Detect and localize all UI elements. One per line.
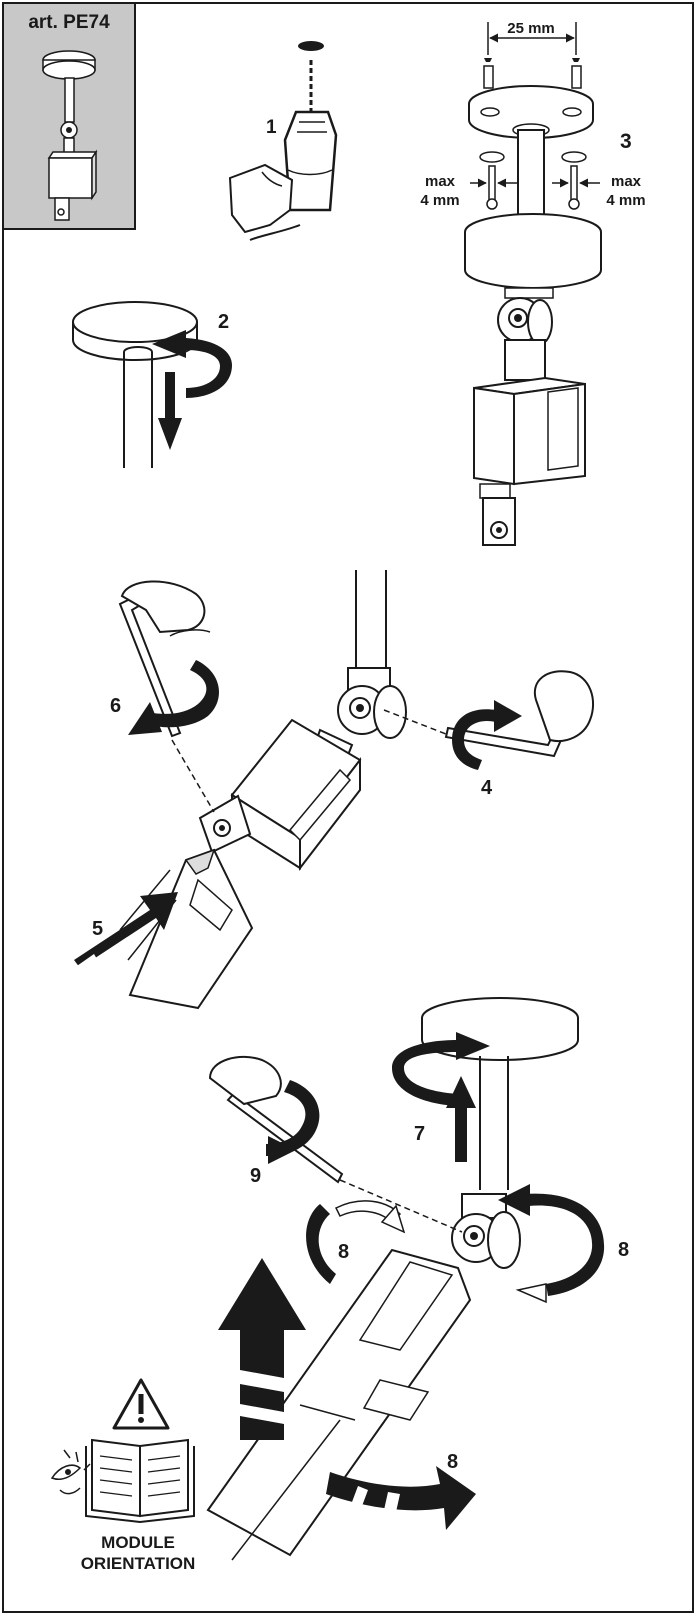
step-8-right-number: 8 <box>618 1239 629 1261</box>
notice-line-2: ORIENTATION <box>81 1554 196 1573</box>
manual-book-icon <box>86 1440 194 1522</box>
article-label: art. PE74 <box>28 12 110 33</box>
step-5-number: 5 <box>92 918 103 940</box>
step-7-number: 7 <box>414 1123 425 1145</box>
step-8-left-number: 8 <box>338 1241 349 1263</box>
drill-icon <box>285 112 336 210</box>
step-1-number: 1 <box>266 117 277 138</box>
max-left-line2: 4 mm <box>420 192 459 209</box>
max-left-line1: max <box>425 173 456 190</box>
step-3-number: 3 <box>620 130 632 153</box>
step-4-number: 4 <box>481 777 493 799</box>
max-right-line2: 4 mm <box>606 192 645 209</box>
max-right-line1: max <box>611 173 642 190</box>
step-6-number: 6 <box>110 695 121 717</box>
step-9-number: 9 <box>250 1165 261 1187</box>
notice-line-1: MODULE <box>101 1533 175 1552</box>
step-8-bottom-number: 8 <box>447 1451 458 1473</box>
hole-spacing-label: 25 mm <box>507 20 555 37</box>
step-2-number: 2 <box>218 311 229 333</box>
product-thumbnail: art. PE74 <box>3 3 135 229</box>
